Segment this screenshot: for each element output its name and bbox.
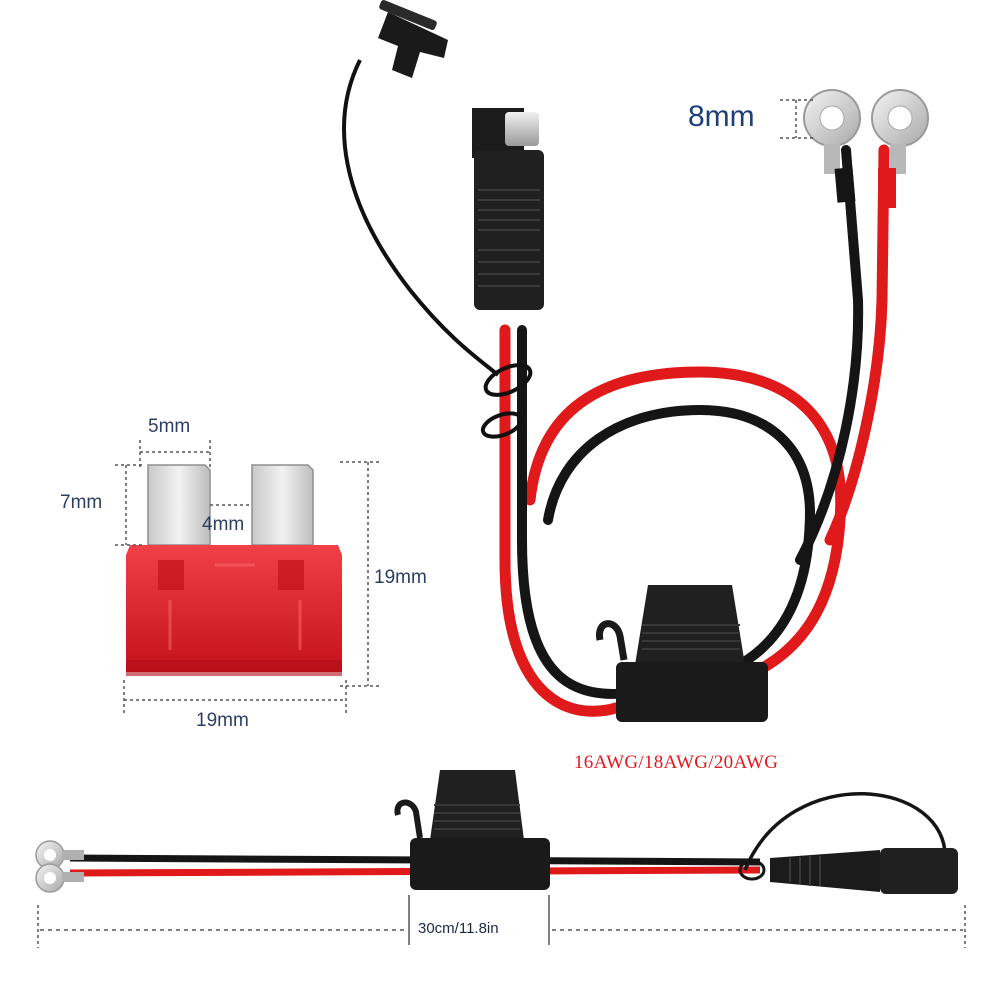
upper-harness (342, 0, 929, 722)
lower-harness (35, 770, 958, 894)
wire-gauge-label: 16AWG/18AWG/20AWG (574, 752, 779, 773)
blade-gap-label: 4mm (202, 514, 245, 535)
fuse-holder-upper (596, 585, 768, 722)
lower-ring-terminals (35, 840, 84, 893)
sae-plug-upper (472, 108, 544, 310)
sae-plug-lower (770, 848, 958, 894)
ring-terminal-red (871, 89, 929, 208)
fuse-height-label: 19mm (374, 567, 427, 588)
black-wire-up (795, 145, 864, 565)
black-wire-loop (517, 325, 816, 699)
blade-fuse (126, 464, 342, 676)
fuse-dimension-lines (115, 440, 380, 716)
blade-height-label: 7mm (60, 492, 103, 513)
red-wire-up (824, 144, 890, 546)
ring-terminal-black (803, 89, 861, 203)
length-dimension-lines (37, 895, 966, 948)
lower-cap-tether (743, 792, 947, 871)
fuse-holder-lower (394, 770, 550, 890)
cap-tether (342, 59, 500, 377)
cable-length-label: 30cm/11.8in (418, 920, 499, 937)
ring-diameter-label: 8mm (688, 100, 755, 133)
red-wire-loop (499, 324, 847, 717)
fuse-width-label: 19mm (196, 710, 249, 731)
ring-dimension-marks (780, 99, 815, 139)
dust-cap (378, 12, 448, 78)
blade-width-label: 5mm (148, 416, 191, 437)
